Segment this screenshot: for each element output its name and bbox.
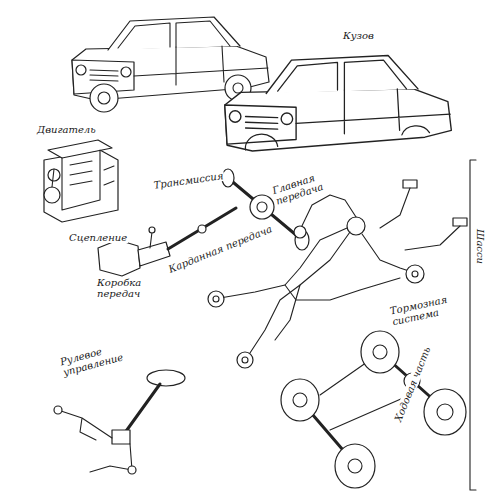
part-label: Сцепление — [68, 232, 128, 243]
transmission-part — [150, 232, 152, 248]
brake-system-part — [406, 265, 424, 283]
brake-system-part — [208, 291, 224, 307]
transmission-part — [250, 195, 274, 219]
transmission-part — [198, 225, 206, 233]
transmission-part — [98, 240, 140, 276]
brake-system — [208, 180, 467, 368]
chassis-bracket — [470, 160, 476, 490]
engine — [44, 140, 118, 222]
engine-part — [44, 150, 118, 222]
part-label: Коробка передач — [96, 277, 144, 299]
brake-system-part — [294, 226, 306, 238]
running-gear-part — [361, 331, 399, 373]
car-body-part — [225, 56, 452, 151]
car-complete-part — [233, 83, 243, 93]
running-gear-part — [281, 379, 319, 421]
running-gear-part — [348, 459, 362, 473]
brake-system-part — [213, 296, 219, 302]
car-complete-part — [90, 84, 118, 112]
part-label: Тормозная система — [388, 294, 451, 328]
transmission-part — [149, 227, 155, 233]
brake-system-part — [362, 234, 412, 272]
running-gear-part — [424, 389, 466, 435]
running-gear-part — [437, 404, 453, 420]
transmission-part — [257, 202, 267, 212]
running-gear-part — [373, 345, 387, 359]
brake-system-part — [412, 271, 418, 277]
car-complete-part — [98, 92, 110, 104]
part-label: Карданная передача — [166, 223, 274, 275]
engine-part — [52, 166, 114, 187]
part-label: Трансмиссия — [152, 170, 225, 191]
group-label: Шасси — [475, 228, 486, 265]
car-body-part — [245, 126, 429, 150]
transmission-part — [138, 242, 170, 266]
brake-system-part — [300, 195, 356, 230]
steering-part — [112, 430, 130, 444]
steering — [54, 370, 185, 474]
engine-part — [62, 150, 100, 210]
engine-part — [48, 140, 112, 158]
running-gear-part — [293, 393, 307, 407]
brake-system-part — [248, 232, 350, 356]
brake-system-part — [453, 218, 467, 226]
steering-part — [54, 406, 62, 414]
part-label: Кузов — [342, 30, 375, 41]
brake-system-part — [237, 352, 253, 368]
engine-part — [44, 187, 60, 203]
brake-system-part — [380, 188, 460, 250]
car-body — [225, 56, 452, 151]
part-label: Рулевое управление — [58, 340, 126, 378]
running-gear — [281, 331, 466, 488]
steering-part — [128, 466, 136, 474]
steering-part — [124, 384, 160, 434]
steering-part — [58, 410, 132, 472]
part-label: Двигатель — [36, 124, 97, 135]
brake-system-part — [403, 180, 417, 188]
chassis-bracket-part — [470, 160, 476, 490]
running-gear-part — [335, 444, 375, 488]
brake-system-part — [242, 357, 248, 363]
steering-part — [147, 370, 185, 386]
